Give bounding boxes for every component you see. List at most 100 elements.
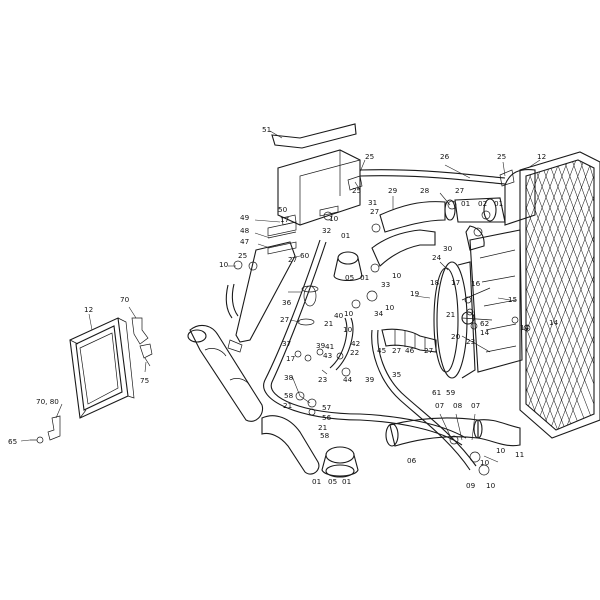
- callout-48: 48: [240, 226, 250, 235]
- callout-34: 34: [374, 309, 384, 318]
- callout-11: 11: [515, 450, 524, 459]
- callout-31: 31: [368, 198, 377, 207]
- callout-60: 60: [300, 251, 310, 260]
- callout-27b: 27: [370, 207, 379, 216]
- callout-23b: 23: [318, 375, 327, 384]
- coolant-hoses: [225, 169, 506, 471]
- callout-28: 28: [420, 186, 430, 195]
- callout-33: 33: [381, 280, 390, 289]
- callout-14a: 14: [520, 323, 530, 332]
- callout-17c: 17: [286, 354, 295, 363]
- hardware-clamps: [233, 169, 531, 476]
- callout-07b: 07: [471, 401, 480, 410]
- callout-27f: 27: [424, 346, 433, 355]
- callout-09: 09: [466, 481, 476, 490]
- callout-14b: 14: [549, 318, 559, 327]
- callout-02: 02: [478, 199, 487, 208]
- callout-21b: 21: [324, 319, 333, 328]
- callout-29: 29: [388, 186, 398, 195]
- radiator-assembly: [469, 151, 600, 447]
- callout-42: 42: [351, 339, 360, 348]
- callout-07a: 07: [435, 401, 444, 410]
- callout-23a: 23: [466, 337, 475, 346]
- callout-22: 22: [350, 348, 359, 357]
- callout-05a: 05: [345, 273, 354, 282]
- callout-46: 46: [405, 346, 415, 355]
- callout-08: 08: [453, 401, 463, 410]
- callout-7080: 70, 80: [36, 397, 59, 406]
- callout-50: 50: [278, 205, 288, 214]
- callout-10f: 10: [343, 325, 353, 334]
- callout-61: 61: [432, 388, 441, 397]
- callout-30: 30: [443, 244, 453, 253]
- callout-10d: 10: [385, 303, 395, 312]
- callout-49: 49: [240, 213, 250, 222]
- callout-27d: 27: [280, 315, 289, 324]
- expansion-tank: [227, 123, 361, 353]
- callout-27a: 27: [455, 186, 464, 195]
- callout-51: 51: [262, 125, 271, 134]
- callout-10e: 10: [344, 309, 354, 318]
- callout-21a: 21: [446, 310, 455, 319]
- callout-24: 24: [432, 253, 442, 262]
- callout-25c: 25: [352, 186, 361, 195]
- callout-36: 36: [282, 298, 292, 307]
- callout-45: 45: [377, 346, 386, 355]
- callout-01a: 01: [461, 199, 470, 208]
- callout-25a: 25: [365, 152, 374, 161]
- callout-17b: 17: [451, 278, 460, 287]
- callout-40: 40: [334, 311, 344, 320]
- callout-01e: 01: [312, 477, 321, 486]
- callout-01d: 01: [360, 273, 369, 282]
- leader-lines: [20, 130, 541, 463]
- callout-17a: 17: [280, 215, 289, 224]
- callout-01b: 01: [494, 199, 503, 208]
- callout-65: 65: [8, 437, 17, 446]
- callout-57: 57: [322, 403, 331, 412]
- callout-10h: 10: [480, 458, 490, 467]
- callout-35: 35: [392, 370, 401, 379]
- callout-10g: 10: [496, 446, 506, 455]
- callout-14c: 14: [480, 328, 490, 337]
- callout-58b: 58: [320, 431, 330, 440]
- callout-44: 44: [343, 375, 353, 384]
- callout-20: 20: [451, 332, 461, 341]
- callout-21d: 21: [318, 423, 327, 432]
- callout-38a: 38: [284, 373, 294, 382]
- callout-12b: 12: [84, 305, 93, 314]
- small-radiator-detail: [30, 317, 153, 444]
- callout-62: 62: [480, 319, 489, 328]
- callout-16: 16: [471, 279, 481, 288]
- callout-59: 59: [446, 388, 456, 397]
- callout-01f: 01: [342, 477, 351, 486]
- callout-43: 43: [323, 351, 332, 360]
- callout-25b: 25: [497, 152, 506, 161]
- callout-10a: 10: [329, 214, 339, 223]
- callout-12a: 12: [537, 152, 546, 161]
- callout-10i: 10: [486, 481, 496, 490]
- callout-47: 47: [240, 237, 249, 246]
- callout-32: 32: [322, 226, 331, 235]
- radiator-core-grid: [526, 160, 594, 430]
- callout-01c: 01: [341, 231, 350, 240]
- callout-15: 15: [508, 295, 517, 304]
- callout-37: 37: [282, 339, 291, 348]
- callout-39b: 39: [365, 375, 375, 384]
- callout-06: 06: [407, 456, 417, 465]
- callout-25d: 25: [238, 251, 247, 260]
- callout-70a: 70: [120, 295, 130, 304]
- callout-19: 19: [410, 289, 420, 298]
- callout-18: 18: [430, 278, 440, 287]
- callout-10c: 10: [392, 271, 402, 280]
- callout-05b: 05: [328, 477, 337, 486]
- callout-26: 26: [440, 152, 450, 161]
- callout-41: 41: [325, 342, 334, 351]
- callout-27c: 27: [288, 255, 297, 264]
- callout-56: 56: [322, 413, 332, 422]
- callout-39a: 39: [316, 341, 326, 350]
- callout-58a: 58: [284, 391, 294, 400]
- callout-21c: 21: [283, 401, 292, 410]
- callout-27e: 27: [392, 346, 401, 355]
